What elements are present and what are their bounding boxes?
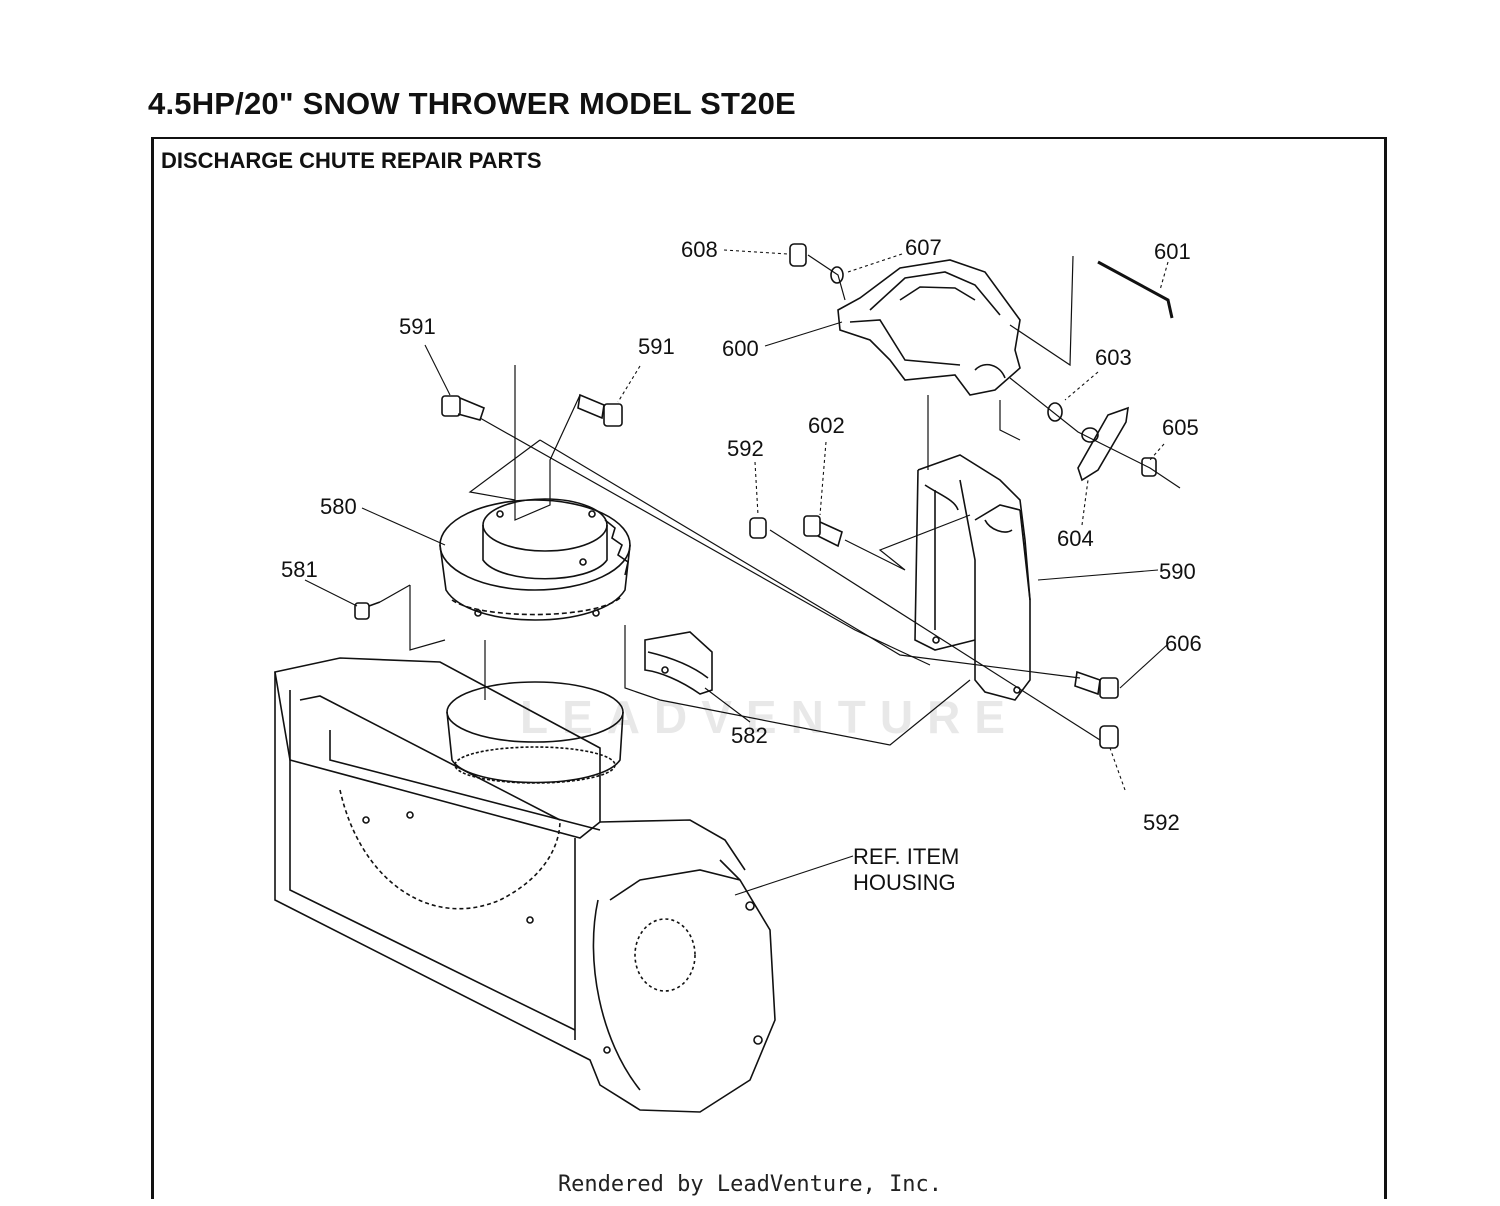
callout-592-bottom: 592 xyxy=(1143,810,1180,835)
callout-592-top: 592 xyxy=(727,436,764,461)
bolt-591a xyxy=(441,395,485,421)
callout-604: 604 xyxy=(1057,526,1094,551)
footer-credit: Rendered by LeadVenture, Inc. xyxy=(557,1172,943,1197)
bolt-602 xyxy=(803,515,843,548)
section-title: DISCHARGE CHUTE REPAIR PARTS xyxy=(161,148,542,173)
callout-603: 603 xyxy=(1095,345,1132,370)
rod-601 xyxy=(1097,260,1174,319)
chute-deflector-600 xyxy=(837,259,1021,396)
callout-607: 607 xyxy=(905,235,942,260)
bolt-591b xyxy=(577,393,623,427)
diagram-frame xyxy=(151,137,1387,1199)
callout-ref-item: REF. ITEM xyxy=(853,844,959,869)
nut-605 xyxy=(1141,457,1157,477)
callout-600: 600 xyxy=(722,336,759,361)
bolt-606 xyxy=(1074,670,1119,699)
callout-606: 606 xyxy=(1165,631,1202,656)
nut-592b xyxy=(1099,725,1119,749)
callout-605: 605 xyxy=(1162,415,1199,440)
nut-608 xyxy=(789,243,807,267)
callout-608: 608 xyxy=(681,237,718,262)
callout-582: 582 xyxy=(731,723,768,748)
callout-590: 590 xyxy=(1159,559,1196,584)
washer-607 xyxy=(830,266,844,284)
washer-603 xyxy=(1047,402,1063,422)
callout-591-right: 591 xyxy=(638,334,675,359)
callout-ref-housing: HOUSING xyxy=(853,870,956,895)
page-title: 4.5HP/20" SNOW THROWER MODEL ST20E xyxy=(148,86,796,121)
callout-581: 581 xyxy=(281,557,318,582)
chute-flange-582 xyxy=(644,631,713,695)
chute-ring-580 xyxy=(439,498,631,621)
callout-602: 602 xyxy=(808,413,845,438)
discharge-chute-590 xyxy=(914,454,1031,701)
nut-592a xyxy=(749,517,767,539)
callout-580: 580 xyxy=(320,494,357,519)
callout-601: 601 xyxy=(1154,239,1191,264)
callout-591-left: 591 xyxy=(399,314,436,339)
knob-604 xyxy=(1077,406,1129,482)
housing-part xyxy=(274,657,776,1113)
screw-581 xyxy=(354,601,381,620)
